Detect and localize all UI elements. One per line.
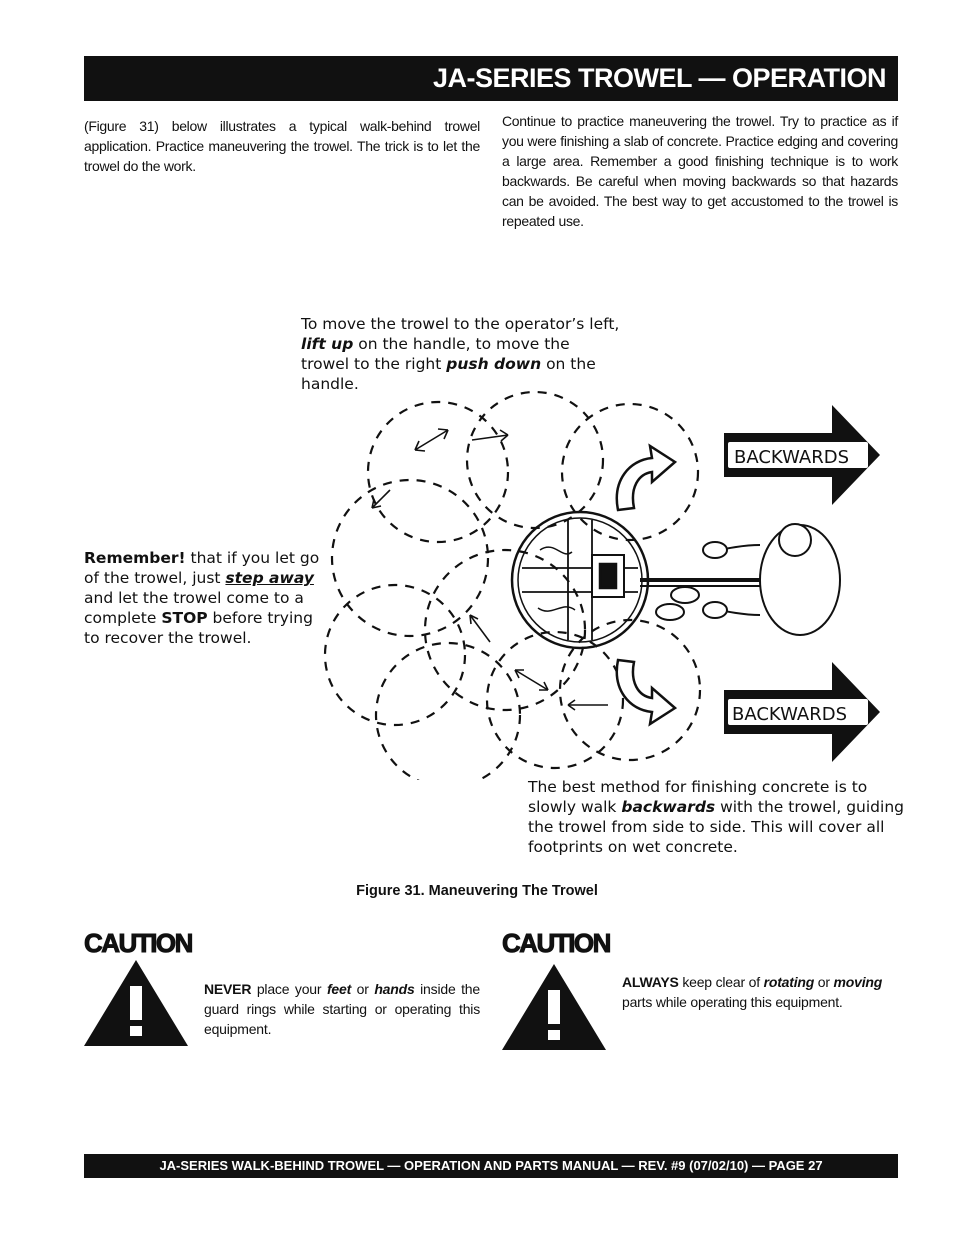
- operator-figure: [655, 523, 841, 636]
- figure-note-bottom: The best method for finishing concrete i…: [528, 778, 904, 856]
- remember-lead: Remember!: [84, 549, 186, 567]
- dashed-path-circle: [366, 400, 510, 544]
- dashed-path-circle: [465, 390, 605, 530]
- dashed-path-circle: [423, 548, 587, 712]
- page-footer: JA-SERIES WALK-BEHIND TROWEL — OPERATION…: [84, 1154, 898, 1178]
- caution-message: ALWAYS keep clear of rotating or moving …: [622, 974, 883, 1010]
- warning-triangle-icon: [502, 964, 606, 1050]
- page-title: JA-SERIES TROWEL — OPERATION: [432, 63, 887, 93]
- figure-caption: Figure 31. Maneuvering The Trowel: [356, 883, 598, 899]
- caution-message: NEVER place your feet or hands inside th…: [204, 981, 480, 1037]
- curved-arrow-bottom: [615, 658, 678, 727]
- trowel-maneuver-illustration: [323, 390, 841, 780]
- dashed-path-circle: [330, 478, 490, 638]
- backwards-emphasis: backwards: [621, 798, 716, 816]
- backwards-label-bottom: BACKWARDS: [732, 704, 847, 725]
- caution-heading: CAUTION: [84, 928, 194, 959]
- figure-note-top: To move the trowel to the operator’s lef…: [301, 315, 620, 393]
- push-down-emphasis: push down: [446, 355, 542, 373]
- intro-left-paragraph: (Figure 31) below illustrates a typical …: [84, 118, 480, 174]
- backwards-arrow-bottom: BACKWARDS: [724, 662, 880, 762]
- warning-triangle-icon: [84, 960, 188, 1046]
- lift-up-emphasis: lift up: [301, 335, 354, 353]
- curved-arrow-top: [615, 443, 678, 512]
- trowel-machine: [510, 510, 760, 650]
- small-direction-arrows: [371, 428, 608, 711]
- backwards-label-top: BACKWARDS: [734, 447, 849, 468]
- step-away-emphasis: step away: [225, 569, 314, 587]
- dashed-path-circle: [558, 618, 702, 762]
- dashed-path-circle: [374, 641, 522, 780]
- dashed-path-circle: [485, 630, 625, 770]
- dashed-path-circle: [323, 583, 467, 727]
- page-header-bar: JA-SERIES TROWEL — OPERATION: [84, 56, 898, 101]
- figure-note-left: Remember! that if you let go of the trow…: [84, 549, 320, 647]
- caution-heading: CAUTION: [502, 928, 612, 959]
- backwards-arrow-top: BACKWARDS: [724, 405, 880, 505]
- intro-right-paragraph: Continue to practice maneuvering the tro…: [502, 113, 898, 229]
- dashed-path-circle: [560, 402, 700, 542]
- stop-emphasis: STOP: [161, 609, 208, 627]
